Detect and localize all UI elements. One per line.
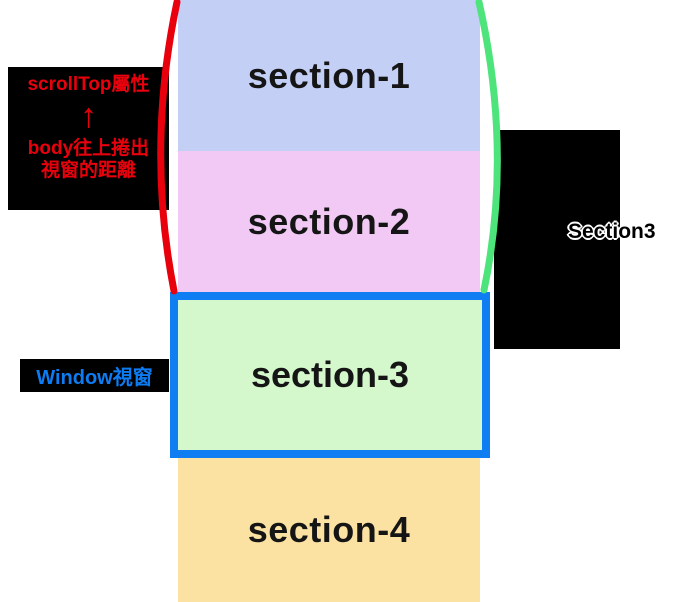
right-annotation-label: Section3 <box>568 220 656 243</box>
section-2-block: section-2 <box>178 151 480 293</box>
scrolltop-annotation-box: scrollTop屬性 ↑ body往上捲出 視窗的距離 <box>8 67 169 210</box>
right-annotation-box: Section3 <box>494 130 656 349</box>
scrolltop-annotation-desc-line1: body往上捲出 <box>27 138 150 159</box>
section-4-label: section-4 <box>247 509 411 550</box>
scrolltop-annotation-desc-line2: 視窗的距離 <box>40 160 136 181</box>
scrolltop-annotation-title: scrollTop屬性 <box>27 74 150 95</box>
window-viewport-label-box: Window視窗 <box>20 359 169 392</box>
section-4-block: section-4 <box>178 458 480 602</box>
section-1-block: section-1 <box>178 0 480 151</box>
section-2-label: section-2 <box>247 201 411 242</box>
window-viewport-label: Window視窗 <box>36 367 153 389</box>
section-3-label: section-3 <box>250 354 410 395</box>
up-arrow-icon: ↑ <box>80 97 97 135</box>
window-viewport-frame: section-3 <box>170 292 490 458</box>
section-1-label: section-1 <box>247 54 411 96</box>
